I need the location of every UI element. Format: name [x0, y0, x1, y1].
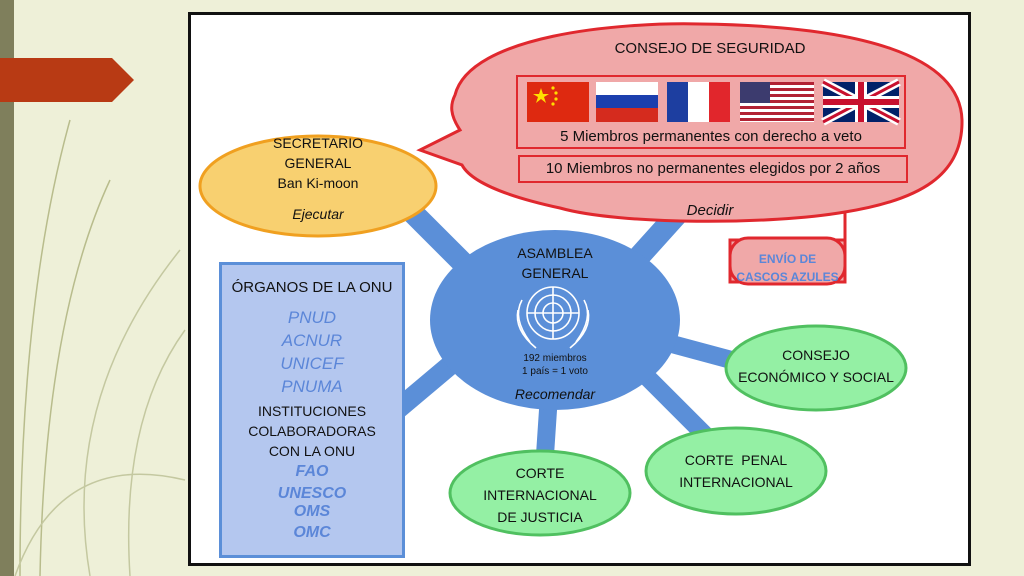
assembly-line2: GENERAL: [521, 265, 589, 281]
organ-pnuma: PNUMA: [281, 377, 343, 396]
agency-omc: OMC: [293, 524, 331, 541]
un-organs-box: ÓRGANOS DE LA ONU PNUD ACNUR UNICEF PNUM…: [219, 262, 405, 558]
russia-flag: [596, 82, 658, 122]
ecosoc-ellipse: [724, 324, 908, 412]
non-permanent-members-text: 10 Miembros no permanentes elegidos por …: [545, 160, 881, 177]
justice-court-label: CORTE INTERNACIONAL DE JUSTICIA: [455, 462, 625, 528]
cascos-line1: ENVÍO DE: [758, 252, 817, 266]
agency-oms: OMS: [293, 503, 331, 520]
secretary-line1: SECRETARIO: [273, 135, 363, 151]
assembly-label: ASAMBLEA GENERAL: [490, 243, 620, 283]
justice-court-line3: DE JUSTICIA: [497, 509, 583, 525]
secretary-name: Ban Ki-moon: [277, 175, 359, 191]
institutions-line2: COLABORADORAS: [248, 423, 376, 439]
uk-flag: [821, 78, 901, 126]
china-flag: [527, 82, 589, 122]
cascos-line2: CASCOS AZULES: [736, 270, 839, 284]
un-emblem-icon: [516, 286, 590, 349]
criminal-court-ellipse: [644, 426, 828, 516]
decorative-curves: [14, 119, 186, 576]
ecosoc-label: CONSEJO ECONÓMICO Y SOCIAL: [731, 344, 901, 388]
secretary-general-ellipse: [198, 134, 438, 238]
organ-pnud: PNUD: [287, 308, 337, 327]
usa-flag: [740, 82, 814, 122]
agency-fao: FAO: [295, 463, 329, 480]
organ-unicef: UNICEF: [280, 354, 344, 373]
ecosoc-line2: ECONÓMICO Y SOCIAL: [738, 369, 894, 385]
agency-unesco: UNESCO: [277, 485, 347, 502]
justice-court-line2: INTERNACIONAL: [483, 487, 597, 503]
secretary-general-label: SECRETARIO GENERAL Ban Ki-moon: [240, 133, 396, 193]
france-flag: [667, 82, 730, 122]
justice-court-line1: CORTE: [515, 465, 565, 481]
permanent-members-box: [516, 75, 906, 149]
security-council-role: Decidir: [686, 202, 734, 219]
assembly-role: Recomendar: [514, 386, 596, 402]
assembly-members: 192 miembros: [523, 353, 587, 364]
organs-title: ÓRGANOS DE LA ONU: [231, 279, 393, 296]
non-permanent-members-box: [518, 155, 908, 183]
institutions-line3: CON LA ONU: [268, 443, 356, 459]
assembly-vote: 1 país = 1 voto: [522, 366, 588, 377]
institutions-line1: INSTITUCIONES: [257, 403, 367, 419]
slide-left-strip: [0, 0, 14, 576]
secretary-line2: GENERAL: [284, 155, 352, 171]
secretary-role: Ejecutar: [292, 206, 344, 222]
cascos-box: [728, 236, 847, 286]
criminal-court-label: CORTE PENAL INTERNACIONAL: [651, 449, 821, 493]
cascos-azules-label: ENVÍO DE CASCOS AZULES: [730, 250, 845, 286]
permanent-members-text: 5 Miembros permanentes con derecho a vet…: [560, 128, 862, 145]
criminal-court-line2: INTERNACIONAL: [679, 474, 793, 490]
assembly-members-info: 192 miembros 1 país = 1 voto: [490, 352, 620, 378]
organ-acnur: ACNUR: [281, 331, 343, 350]
criminal-court-line1: CORTE PENAL: [684, 452, 788, 468]
slide-arrow-marker: [0, 58, 134, 102]
justice-court-ellipse: [448, 449, 632, 537]
assembly-line1: ASAMBLEA: [517, 245, 593, 261]
general-assembly-ellipse: [430, 230, 680, 410]
ecosoc-line1: CONSEJO: [782, 347, 850, 363]
security-council-title: CONSEJO DE SEGURIDAD: [614, 40, 806, 57]
